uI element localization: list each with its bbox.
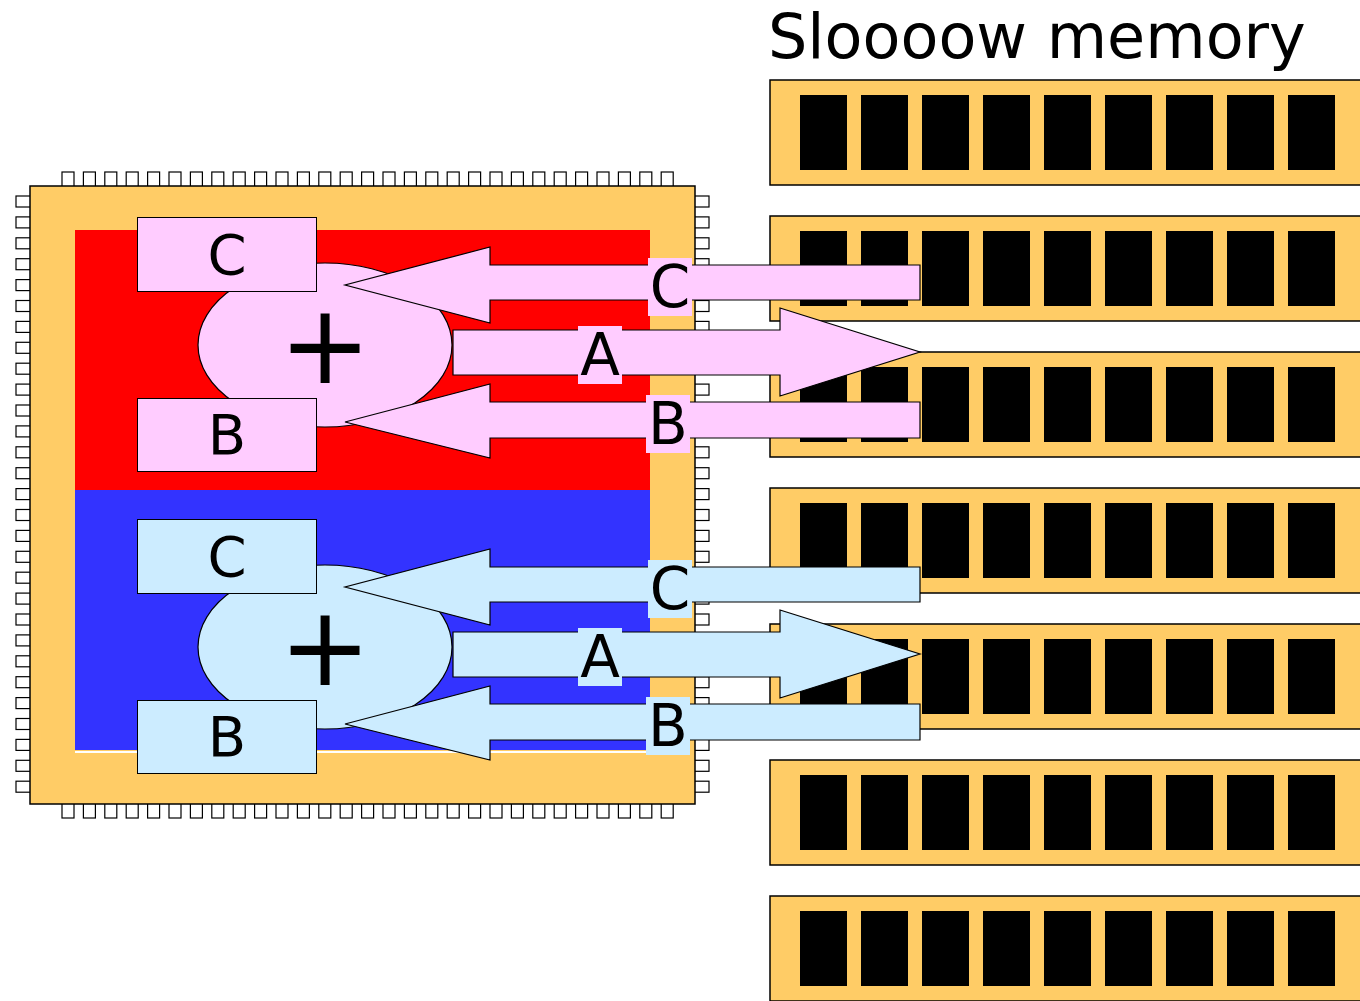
memory-chip (1105, 503, 1152, 578)
memory-chip (1166, 367, 1213, 442)
node-text: C (207, 529, 246, 585)
memory-chip (1044, 911, 1091, 986)
title: Sloooow memory (768, 6, 1306, 68)
node-text: B (208, 407, 246, 463)
memory-chip (1166, 639, 1213, 714)
node-text: C (207, 227, 246, 283)
memory-chip (922, 367, 969, 442)
memory-chip (1227, 95, 1274, 170)
memory-chip (1166, 231, 1213, 306)
memory-chip (983, 367, 1030, 442)
memory-chip (1044, 95, 1091, 170)
memory-chip (922, 911, 969, 986)
memory-chip (800, 911, 847, 986)
arrow-label: B (646, 697, 690, 755)
memory-chip (1227, 231, 1274, 306)
node-text: + (279, 592, 371, 702)
memory-chip (1105, 367, 1152, 442)
register-box: C (137, 217, 317, 292)
memory-chip (1166, 775, 1213, 850)
memory-chip (983, 231, 1030, 306)
dimm-board (770, 80, 1360, 185)
memory-chip (1105, 911, 1152, 986)
memory-chip (800, 95, 847, 170)
dimm (770, 760, 1360, 865)
node-text: B (208, 709, 246, 765)
transfer-arrow (345, 686, 920, 760)
memory-chip (1288, 639, 1335, 714)
memory-chip (922, 775, 969, 850)
memory-chip (1288, 775, 1335, 850)
memory-modules (770, 80, 1360, 1001)
memory-chip (1227, 911, 1274, 986)
memory-chip (1044, 503, 1091, 578)
memory-chip (1166, 911, 1213, 986)
memory-chip (922, 95, 969, 170)
arrow-label: A (578, 326, 622, 384)
memory-chip (1227, 639, 1274, 714)
register-box: B (137, 700, 317, 774)
memory-chip (1288, 911, 1335, 986)
memory-chip (1105, 231, 1152, 306)
memory-chip (1105, 95, 1152, 170)
memory-chip (1288, 367, 1335, 442)
memory-chip (1288, 231, 1335, 306)
memory-chip (922, 503, 969, 578)
transfer-arrow (345, 549, 920, 625)
transfer-arrow (345, 384, 920, 458)
memory-chip (983, 503, 1030, 578)
memory-chip (861, 95, 908, 170)
memory-chip (1227, 503, 1274, 578)
memory-chip (1166, 95, 1213, 170)
memory-chip (983, 911, 1030, 986)
memory-chip (922, 639, 969, 714)
arrow-label: A (578, 628, 622, 686)
memory-chip (983, 639, 1030, 714)
transfer-arrow (453, 610, 920, 698)
register-box: C (137, 519, 317, 594)
memory-chip (1044, 231, 1091, 306)
memory-chip (1227, 367, 1274, 442)
arrow-label: B (646, 395, 690, 453)
memory-chip (983, 95, 1030, 170)
memory-chip (861, 911, 908, 986)
memory-chip (1044, 367, 1091, 442)
memory-chip (1105, 775, 1152, 850)
transfer-arrow (453, 308, 920, 396)
arrow-label: C (648, 560, 693, 618)
memory-chip (1166, 503, 1213, 578)
memory-chip (983, 775, 1030, 850)
transfer-arrow (345, 247, 920, 323)
memory-chip (1044, 639, 1091, 714)
dimm-board (770, 896, 1360, 1001)
dimm (770, 80, 1360, 185)
memory-chip (922, 231, 969, 306)
dimm-board (770, 760, 1360, 865)
dimm (770, 896, 1360, 1001)
memory-chip (1288, 503, 1335, 578)
memory-chip (1105, 639, 1152, 714)
memory-chip (1044, 775, 1091, 850)
register-box: B (137, 398, 317, 472)
memory-chip (1288, 95, 1335, 170)
memory-chip (800, 775, 847, 850)
arrow-label: C (648, 258, 693, 316)
memory-chip (1227, 775, 1274, 850)
node-text: + (279, 290, 371, 400)
memory-chip (861, 775, 908, 850)
